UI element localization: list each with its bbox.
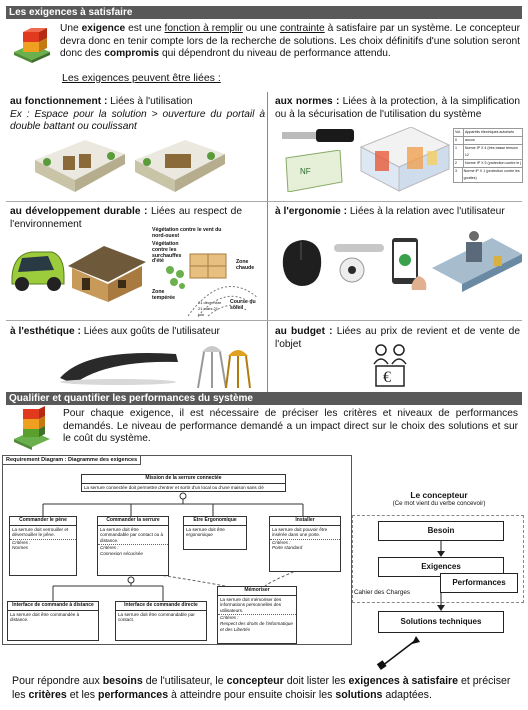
solar-diagram: Végétation contre le vent du nord-ouest …: [148, 227, 268, 320]
pen-arrow-icon: [376, 636, 420, 670]
diagram-title: Requirement Diagram : Diagramme des exig…: [3, 456, 142, 465]
req-mission: Mission de la serrure connectée La serru…: [81, 474, 286, 493]
door-handle-image: [334, 244, 384, 283]
jack-plug-image: [282, 129, 354, 142]
cahier-des-charges-frame: [352, 515, 524, 603]
solar-drawing: [166, 253, 259, 317]
mouse-image: [282, 240, 322, 286]
portail-battant-image: [35, 140, 125, 192]
req-installer: Installer La serrure doit pouvoir être i…: [269, 516, 341, 572]
concepteur-subtitle: (Ce mot vient du verbe concevoir): [392, 500, 486, 507]
bathroom-zones-image: [359, 127, 451, 192]
item-ergonomie: à l'ergonomie : Liées à la relation avec…: [275, 206, 505, 217]
besoin-box: Besoin: [378, 521, 504, 541]
row-divider: [6, 201, 522, 202]
intro-paragraph: Une exigence est une fonction à remplir …: [60, 23, 520, 60]
req-commander-pene: Commander le pène La serrure doit verrou…: [9, 516, 77, 576]
smartphone-image: [392, 238, 427, 290]
item-normes: aux normes : Liées à la protection, à la…: [275, 96, 520, 120]
budget-icon: €: [373, 344, 407, 387]
portail-coulissant-image: [135, 140, 225, 192]
item-budget: au budget : Liées au prix de revient et …: [275, 326, 520, 350]
svg-text:NF: NF: [300, 167, 311, 176]
req-commande-directe: Interface de commande directe La serrure…: [115, 601, 207, 641]
green-car-image: [11, 251, 65, 291]
footer-paragraph: Pour répondre aux besoins de l'utilisate…: [12, 675, 511, 701]
row-divider-2: [6, 320, 522, 321]
requirement-diagram: Requirement Diagram : Diagramme des exig…: [2, 455, 352, 645]
section-title-exigences: Les exigences à satisfaire: [6, 6, 522, 19]
arrow-down-icon-2: [437, 593, 445, 611]
item-esthetique: à l'esthétique : Liées aux goûts de l'ut…: [10, 326, 220, 337]
solutions-box: Solutions techniques: [378, 611, 504, 633]
cahier-des-charges-label: Cahier des Charges: [354, 589, 411, 596]
req-commande-distance: Interface de commande à distance La serr…: [7, 601, 99, 641]
bench-image: [60, 353, 178, 385]
lego-blocks-icon: [14, 28, 50, 63]
section-title-performances: Qualifier et quantifier les performances…: [6, 392, 522, 405]
juicers-image: [197, 346, 251, 389]
arrow-down-icon: [437, 541, 445, 557]
req-commander-serrure: Commander la serrure La serrure doit êtr…: [97, 516, 169, 576]
performances-box: Performances: [440, 573, 518, 593]
item-developpement-durable: au développement durable : Liées au resp…: [10, 206, 242, 230]
nf-label-image: NF: [285, 150, 343, 192]
workstation-image: [432, 231, 522, 292]
lego-tower-icon: [14, 406, 50, 450]
wooden-house-image: [68, 246, 146, 302]
svg-text:€: €: [383, 369, 391, 386]
req-ergonomique: Etre Ergonomique La serrure doit être er…: [183, 516, 247, 550]
concepteur-flow: Le concepteur (Ce mot vient du verbe con…: [356, 490, 522, 507]
column-divider: [267, 92, 268, 392]
linked-heading: Les exigences peuvent être liées :: [62, 72, 221, 84]
item-fonctionnement: au fonctionnement : Liées à l'utilisatio…: [10, 96, 265, 133]
performances-paragraph: Pour chaque exigence, il est nécessaire …: [63, 408, 518, 445]
concepteur-title: Le concepteur: [410, 490, 468, 500]
req-memoriser: Mémoriser La serrure doit mémoriser des …: [217, 586, 297, 644]
